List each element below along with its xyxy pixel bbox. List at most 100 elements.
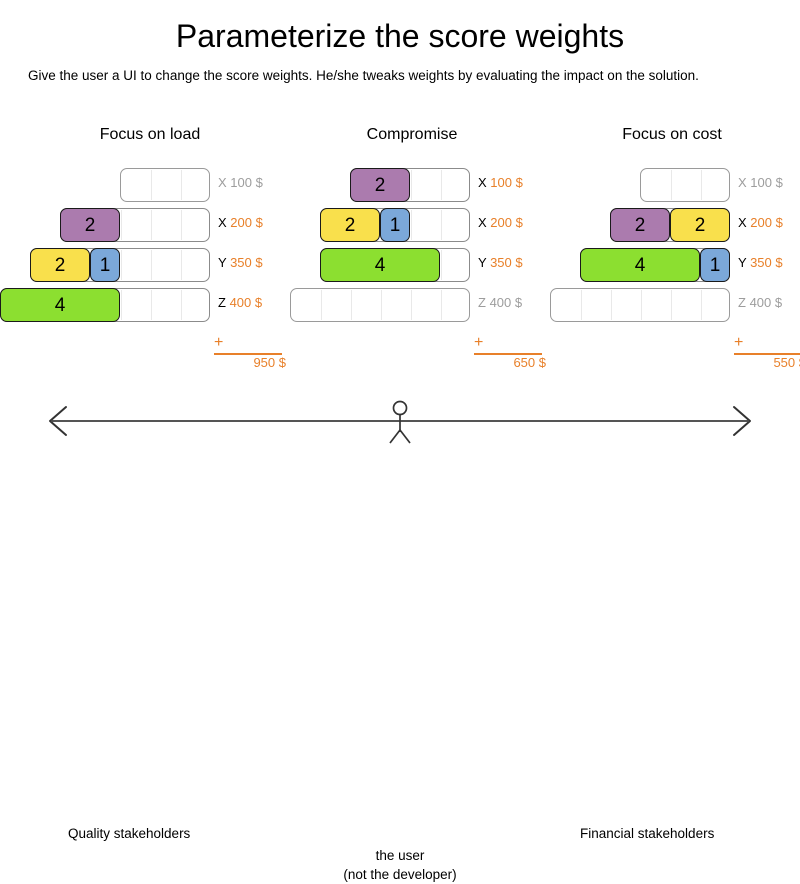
column-title: Compromise [366, 126, 458, 143]
weight-row[interactable]: 2 1 X 200 $ [276, 208, 548, 242]
weight-block-value: 2 [634, 214, 646, 236]
weight-row[interactable]: Z 400 $ [276, 288, 548, 322]
weight-block-blue[interactable]: 1 [380, 208, 410, 242]
row-key: Z [478, 295, 490, 310]
axis-label-quality: Quality stakeholders [68, 826, 191, 841]
row-cost-label: X 200 $ [478, 215, 523, 230]
track-segment-divider [151, 170, 152, 200]
weight-row[interactable]: X 100 $ [14, 168, 286, 202]
track-segment-divider [611, 290, 612, 320]
weight-block-green[interactable]: 4 [580, 248, 700, 282]
column-total-value: 550 $ [773, 355, 800, 370]
track-segment-divider [151, 290, 152, 320]
row-cost-label: Y 350 $ [218, 255, 263, 270]
row-cost-label: Z 400 $ [218, 295, 262, 310]
row-amount: 200 $ [490, 215, 523, 230]
weight-row[interactable]: X 100 $ [536, 168, 800, 202]
row-amount: 200 $ [230, 215, 263, 230]
track-segment-divider [641, 290, 642, 320]
weight-row[interactable]: Z 400 $ [536, 288, 800, 322]
weight-row[interactable]: 2 X 200 $ [14, 208, 286, 242]
row-amount: 350 $ [490, 255, 523, 270]
user-label-line1: the user [375, 848, 425, 863]
track-segment-divider [181, 250, 182, 280]
weight-track-empty[interactable] [120, 168, 210, 202]
track-segment-divider [381, 290, 382, 320]
weight-block-blue[interactable]: 1 [90, 248, 120, 282]
user-label-line2: (not the developer) [343, 867, 457, 882]
track-segment-divider [701, 170, 702, 200]
page-title: Parameterize the score weights [175, 18, 625, 54]
track-segment-divider [411, 170, 412, 200]
stakeholder-axis: Quality stakeholders Financial stakehold… [0, 396, 800, 882]
weight-block-purple[interactable]: 2 [350, 168, 410, 202]
weight-block-green[interactable]: 4 [0, 288, 120, 322]
axis-label-financial: Financial stakeholders [580, 826, 715, 841]
stick-figure-icon [389, 400, 411, 444]
row-cost-label: Z 400 $ [478, 295, 522, 310]
weight-row[interactable]: 4 Z 400 $ [0, 288, 286, 322]
track-segment-divider [151, 210, 152, 240]
track-segment-divider [181, 210, 182, 240]
weight-block-value: 1 [709, 254, 721, 276]
track-segment-divider [411, 210, 412, 240]
row-cost-label: Y 350 $ [738, 255, 783, 270]
weight-track-empty[interactable] [640, 168, 730, 202]
track-segment-divider [441, 250, 442, 280]
column-title: Focus on cost [622, 126, 722, 143]
row-key: X [478, 175, 491, 190]
weight-block-purple[interactable]: 2 [60, 208, 120, 242]
weight-block-blue[interactable]: 1 [700, 248, 730, 282]
axis-label-user: the user (not the developer) [0, 846, 800, 884]
track-segment-divider [671, 290, 672, 320]
track-segment-divider [321, 290, 322, 320]
track-segment-divider [581, 290, 582, 320]
weight-row[interactable]: 4 Y 350 $ [276, 248, 548, 282]
weight-block-value: 4 [54, 294, 66, 316]
weight-block-yellow[interactable]: 2 [320, 208, 380, 242]
sum-rule [474, 353, 542, 355]
sum-plus-sign: + [474, 334, 484, 351]
weight-block-value: 4 [374, 254, 386, 276]
weight-block-purple[interactable]: 2 [610, 208, 670, 242]
row-cost-label: Y 350 $ [478, 255, 523, 270]
weight-block-value: 1 [389, 214, 401, 236]
row-cost-label: Z 400 $ [738, 295, 782, 310]
sum-plus-sign: + [734, 334, 744, 351]
row-key: X [738, 175, 751, 190]
track-segment-divider [351, 290, 352, 320]
column-total-value: 650 $ [513, 355, 546, 370]
row-amount: 200 $ [750, 215, 783, 230]
track-segment-divider [181, 170, 182, 200]
row-key: Y [478, 255, 491, 270]
row-key: Z [738, 295, 750, 310]
row-cost-label: X 100 $ [478, 175, 523, 190]
track-segment-divider [121, 250, 122, 280]
row-key: Y [738, 255, 751, 270]
row-cost-label: X 200 $ [738, 215, 783, 230]
weight-block-value: 2 [344, 214, 356, 236]
row-key: Y [218, 255, 231, 270]
row-key: X [218, 215, 231, 230]
weight-block-yellow[interactable]: 2 [30, 248, 90, 282]
track-segment-divider [411, 290, 412, 320]
axis-arrow-icon [49, 400, 751, 444]
slide-canvas: Parameterize the score weights Give the … [0, 18, 800, 882]
row-key: X [738, 215, 751, 230]
row-cost-label: X 200 $ [218, 215, 263, 230]
track-segment-divider [441, 290, 442, 320]
row-amount: 350 $ [750, 255, 783, 270]
row-cost-label: X 100 $ [218, 175, 263, 190]
weight-track-empty[interactable] [290, 288, 470, 322]
row-key: X [218, 175, 231, 190]
weight-block-green[interactable]: 4 [320, 248, 440, 282]
weight-row[interactable]: 2 X 100 $ [276, 168, 548, 202]
weight-track-empty[interactable] [550, 288, 730, 322]
track-segment-divider [121, 210, 122, 240]
track-segment-divider [121, 290, 122, 320]
page-subtitle: Give the user a UI to change the score w… [28, 68, 699, 83]
weight-block-yellow[interactable]: 2 [670, 208, 730, 242]
